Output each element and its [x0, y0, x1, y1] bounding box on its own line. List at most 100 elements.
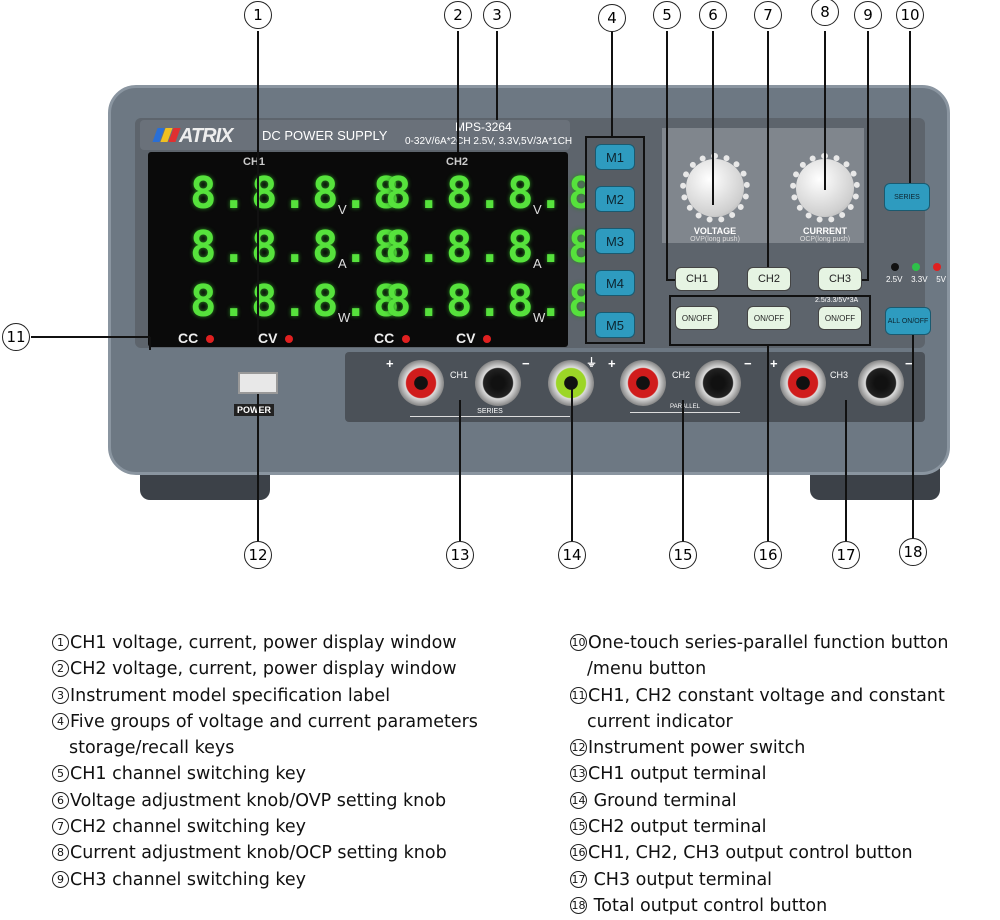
cc-label: CC: [178, 330, 199, 346]
led: [206, 335, 215, 343]
current-knob[interactable]: [790, 153, 860, 223]
legend-text: CH2 voltage, current, power display wind…: [70, 659, 457, 680]
legend-text: CH2 channel switching key: [70, 817, 307, 838]
ch2-select-button[interactable]: CH2: [747, 267, 791, 291]
ch3-select-button[interactable]: CH3: [818, 267, 862, 291]
callout-14: 14: [558, 541, 586, 569]
ch1-readout-w: 8.8.8.8: [190, 276, 404, 327]
callout-12: 12: [244, 541, 272, 569]
ch1-onoff-button[interactable]: ON/OFF: [675, 306, 719, 330]
legend-number: 18: [570, 896, 587, 914]
legend-text: Current adjustment knob/OCP setting knob: [70, 843, 447, 864]
unit-label: A: [338, 256, 347, 271]
legend-number: 9: [52, 870, 69, 888]
legend-number: 12: [570, 739, 587, 757]
legend-text: Total output control button: [588, 895, 828, 916]
series-label: SERIES: [410, 408, 570, 417]
legend-number: 15: [570, 818, 587, 836]
legend-text: CH1, CH2, CH3 output control button: [588, 843, 913, 864]
legend-text-continued: /menu button: [587, 659, 707, 680]
legend-number: 11: [570, 686, 587, 704]
ch1-readout-v: 8.8.8.8: [190, 168, 404, 219]
callout-4: 4: [598, 4, 626, 32]
brand-bar: [140, 120, 570, 150]
callout-5: 5: [653, 1, 681, 29]
legend-number: 17: [570, 870, 587, 888]
all-onoff-button[interactable]: ALL ON/OFF: [885, 307, 931, 335]
cv-label: CV: [456, 330, 476, 346]
ch2-minus-sign: −: [744, 356, 752, 371]
legend-number: 3: [52, 686, 69, 704]
ch2-plus-sign: +: [608, 356, 616, 371]
ch2-onoff-button[interactable]: ON/OFF: [747, 306, 791, 330]
power-switch[interactable]: [238, 372, 278, 394]
cv-label: CV: [258, 330, 278, 346]
legend-text: CH3 output terminal: [588, 869, 773, 890]
model-label: MPS-3264: [455, 120, 512, 134]
ch1-terminal-label: CH1: [450, 370, 469, 380]
memory-panel: M1 M2 M3 M4 M5: [585, 136, 645, 344]
ch1-cc-indicator: CC: [178, 330, 215, 346]
ground-symbol: ⏚: [586, 357, 597, 369]
ch2-positive-terminal: [620, 360, 666, 406]
brand-logo: ATRIX: [152, 125, 234, 148]
callout-16: 16: [754, 541, 782, 569]
ch3-positive-terminal: [780, 360, 826, 406]
ch1-negative-terminal: [475, 360, 521, 406]
legend-text: Five groups of voltage and current param…: [70, 711, 478, 732]
memory-button-m1[interactable]: M1: [595, 144, 635, 170]
voltage-sub-label: OVP(long push): [690, 236, 740, 243]
label-5v: 5V: [936, 275, 946, 284]
led: [402, 335, 411, 343]
callout-2: 2: [444, 1, 472, 29]
ch2-cv-indicator: CV: [456, 330, 492, 346]
memory-button-m4[interactable]: M4: [595, 270, 635, 296]
series-button[interactable]: SERIES: [884, 183, 930, 211]
label-3v3: 3.3V: [911, 275, 928, 284]
callout-8: 8: [811, 0, 839, 26]
ch1-display-label: CH1: [243, 156, 266, 168]
ch1-select-button[interactable]: CH1: [675, 267, 719, 291]
ch3-minus-sign: −: [905, 356, 913, 371]
led-5v: [933, 263, 941, 271]
legend-number: 4: [52, 712, 69, 730]
voltage-knob[interactable]: [680, 153, 750, 223]
memory-button-m5[interactable]: M5: [595, 312, 635, 338]
legend-number: 8: [52, 844, 69, 862]
ch3-onoff-button[interactable]: ON/OFF: [818, 306, 862, 330]
callout-10: 10: [896, 1, 924, 29]
memory-button-m2[interactable]: M2: [595, 186, 635, 212]
cc-label: CC: [374, 330, 395, 346]
memory-button-m3[interactable]: M3: [595, 228, 635, 254]
legend-item: 17 CH3 output terminal: [570, 867, 948, 893]
ch1-minus-sign: −: [522, 356, 530, 371]
ch3-terminal-label: CH3: [830, 370, 849, 380]
unit-label: W: [533, 310, 546, 325]
legend-text: One-touch series-parallel function butto…: [588, 633, 949, 653]
legend-number: 14: [570, 791, 587, 809]
legend-text: CH2 output terminal: [588, 817, 767, 838]
callout-6: 6: [699, 1, 727, 29]
unit-label: V: [533, 202, 542, 217]
ch2-display-label: CH2: [446, 156, 469, 168]
ch2-cc-indicator: CC: [374, 330, 411, 346]
legend-number: 13: [570, 765, 587, 783]
legend-text-continued: storage/recall keys: [69, 738, 235, 759]
callout-15: 15: [669, 541, 697, 569]
callout-9: 9: [854, 1, 882, 29]
legend-number: 5: [52, 765, 69, 783]
callout-3: 3: [483, 1, 511, 29]
